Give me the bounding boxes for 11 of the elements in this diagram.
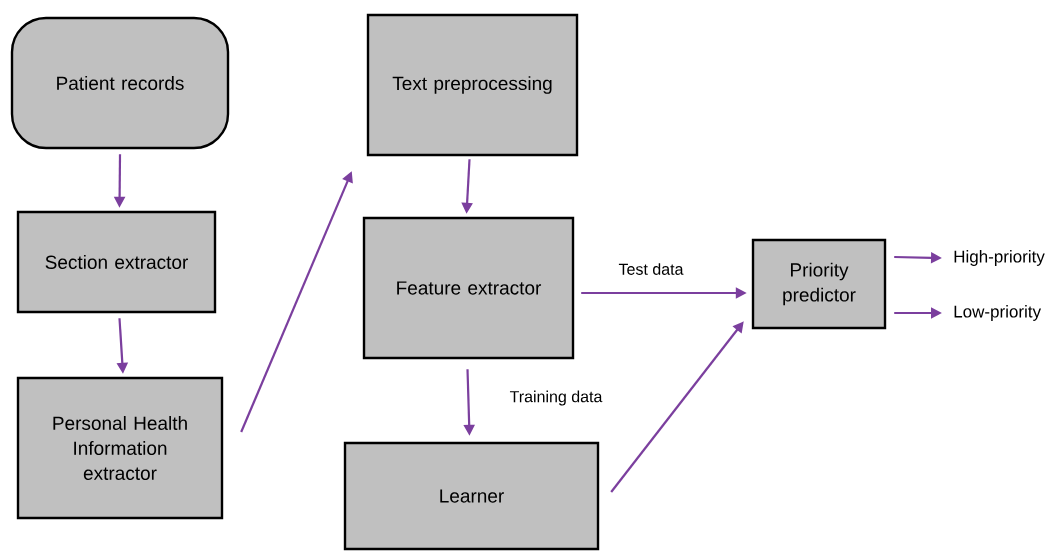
output-label: Low-priority	[954, 305, 1041, 321]
rounded-box: Patient records	[10, 16, 230, 150]
edge-label: Test data	[617, 262, 685, 276]
process-box: Text preprocessing	[366, 13, 579, 157]
process-box: Learner	[343, 441, 600, 551]
process-box: Feature extractor	[362, 216, 575, 360]
process-box: Priority predictor	[751, 238, 887, 330]
process-box: Section extractor	[16, 210, 217, 314]
output-label: High-priority	[954, 250, 1045, 266]
edge-label: Training data	[508, 389, 604, 407]
process-box: Personal Health Information extractor	[16, 376, 224, 520]
